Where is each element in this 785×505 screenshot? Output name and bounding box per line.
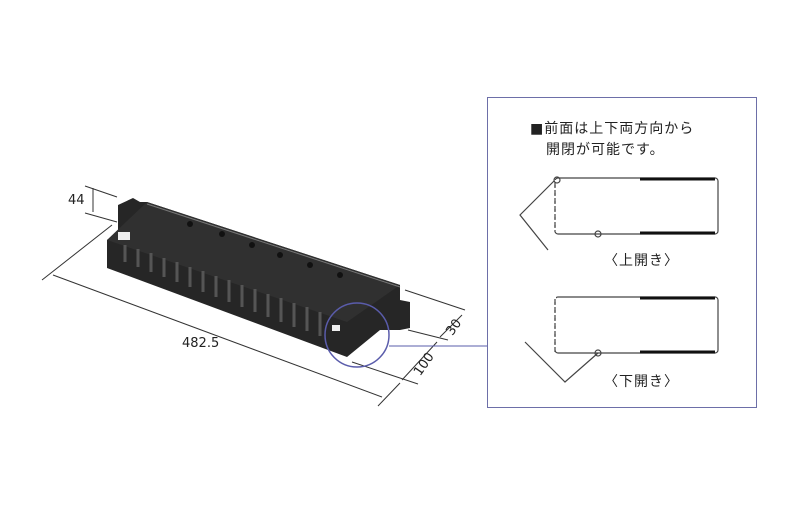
inset-heading-line1: ■前面は上下両方向から <box>530 121 695 137</box>
inset-heading-line2: 開閉が可能です。 <box>546 142 665 158</box>
length-dimension-label: 482.5 <box>182 336 220 351</box>
cable-duct-product <box>107 198 410 357</box>
caption-open-upward: 〈上開き〉 <box>604 253 679 269</box>
open-upward-drawing <box>519 176 719 251</box>
callout <box>324 302 487 368</box>
dimension-lines <box>41 185 466 407</box>
height-dimension-label: 44 <box>68 193 85 208</box>
open-downward-drawing <box>524 296 719 383</box>
opening-detail-panel <box>487 97 757 408</box>
caption-open-downward: 〈下開き〉 <box>604 374 679 390</box>
